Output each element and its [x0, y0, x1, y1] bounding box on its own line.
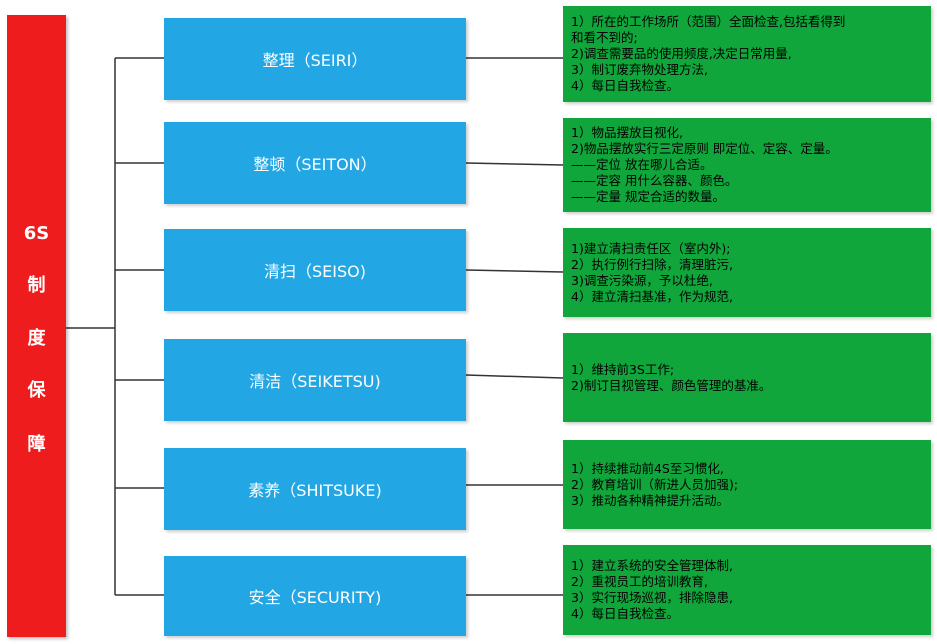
detail-line: 和看不到的;: [571, 30, 638, 45]
category-label: 清扫（SEISO): [264, 262, 366, 281]
category-node-seiketsu: 清洁（SEIKETSU): [164, 339, 466, 421]
detail-connector-2: [465, 162, 564, 166]
detail-line: 2)物品摆放实行三定原则 即定位、定容、定量。: [571, 141, 838, 156]
category-label: 整理（SEIRI）: [262, 51, 368, 70]
detail-node-seiri: 1）所在的工作场所（范围）全面检查,包括看得到 和看不到的; 2)调查需要品的使…: [563, 6, 931, 102]
category-node-seiri: 整理（SEIRI）: [164, 18, 466, 100]
detail-line: 2)调查需要品的使用频度,决定日常用量,: [571, 46, 792, 61]
detail-line: ——定位 放在哪儿合适。: [571, 157, 713, 172]
detail-node-security: 1）建立系统的安全管理体制, 2）重视员工的培训教育, 3）实行现场巡视，排除隐…: [563, 545, 931, 635]
detail-line: 1）所在的工作场所（范围）全面检查,包括看得到: [571, 14, 846, 29]
detail-line: 1）物品摆放目视化,: [571, 125, 683, 140]
root-node-6s-system: 6S 制 度 保 障: [7, 15, 66, 637]
category-node-seiton: 整顿（SEITON）: [164, 122, 466, 204]
detail-node-shitsuke: 1）持续推动前4S至习惯化, 2）教育培训（新进人员加强); 3）推动各种精神提…: [563, 440, 931, 529]
detail-line: 2）执行例行扫除，清理脏污,: [571, 256, 733, 272]
detail-line: 2）教育培训（新进人员加强);: [571, 476, 739, 492]
detail-line: 3）推动各种精神提升活动。: [571, 492, 729, 508]
category-node-seiso: 清扫（SEISO): [164, 229, 466, 311]
detail-node-seiso: 1)建立清扫责任区（室内外); 2）执行例行扫除，清理脏污, 3)调查污染源，予…: [563, 228, 931, 317]
detail-line: 4）建立清扫基准，作为规范,: [571, 288, 733, 304]
detail-connector-4: [465, 374, 564, 379]
category-label: 安全（SECURITY): [248, 588, 382, 607]
detail-line: 2）重视员工的培训教育,: [571, 574, 708, 589]
detail-line: 3）实行现场巡视，排除隐患,: [571, 590, 733, 605]
root-char: 度: [27, 328, 46, 349]
category-node-security: 安全（SECURITY): [164, 556, 466, 636]
root-char: 保: [27, 380, 46, 401]
detail-line: 1）持续推动前4S至习惯化,: [571, 460, 724, 476]
detail-line: ——定量 规定合适的数量。: [571, 189, 725, 204]
root-char: 6S: [23, 223, 50, 244]
detail-line: 1）建立系统的安全管理体制,: [571, 558, 733, 573]
detail-line: 1)建立清扫责任区（室内外);: [571, 240, 731, 256]
category-node-shitsuke: 素养（SHITSUKE): [164, 448, 466, 530]
root-char: 制: [27, 275, 46, 296]
detail-line: 4）每日自我检查。: [571, 606, 679, 621]
detail-line: 1）维持前3S工作;: [571, 361, 675, 377]
detail-connector-3: [465, 269, 564, 273]
category-label: 素养（SHITSUKE): [248, 481, 382, 500]
detail-line: 4）每日自我检查。: [571, 78, 679, 93]
category-label: 整顿（SEITON）: [253, 155, 377, 174]
detail-line: 3）制订废弃物处理方法,: [571, 62, 708, 77]
detail-node-seiton: 1）物品摆放目视化, 2)物品摆放实行三定原则 即定位、定容、定量。 ——定位 …: [563, 118, 931, 212]
detail-line: ——定容 用什么容器、颜色。: [571, 173, 738, 188]
detail-node-seiketsu: 1）维持前3S工作; 2)制订目视管理、颜色管理的基准。: [563, 333, 931, 422]
detail-line: 3)调查污染源，予以杜绝,: [571, 272, 713, 288]
root-char: 障: [27, 434, 46, 455]
detail-line: 2)制订目视管理、颜色管理的基准。: [571, 377, 772, 393]
category-label: 清洁（SEIKETSU): [249, 372, 381, 391]
